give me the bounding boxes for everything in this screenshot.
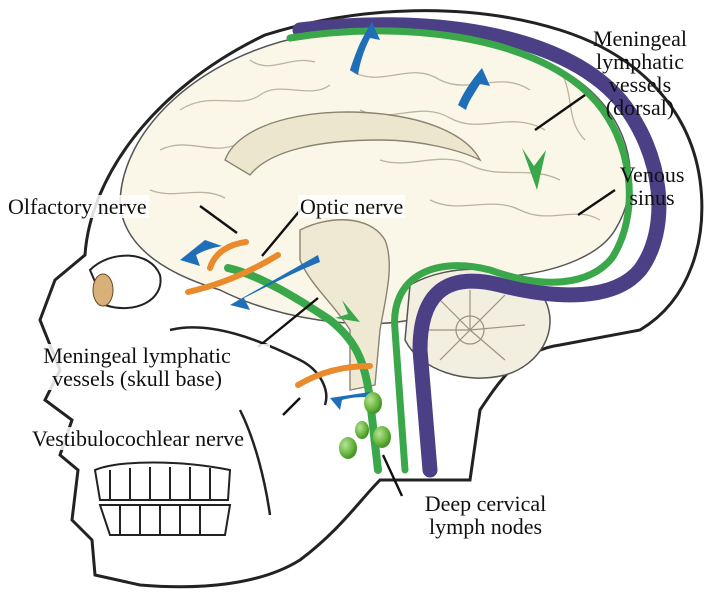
- vestibulocochlear-nerve-path: [295, 363, 373, 388]
- label-deep-cervical-line2: lymph nodes: [428, 514, 543, 539]
- label-meningeal-dorsal-line3: vessels: [608, 72, 672, 97]
- jaw-ramus: [238, 409, 272, 516]
- label-deep-cervical-line1: Deep cervical: [424, 491, 547, 516]
- optic-nerve-path: [185, 252, 281, 295]
- label-meningeal-dorsal-line1: Meningeal: [592, 26, 688, 51]
- cerebellum-folia: [420, 290, 526, 361]
- label-vestibulocochlear-nerve: Vestibulocochlear nerve: [30, 426, 246, 451]
- venous-sinus: [292, 17, 667, 478]
- leader-lines: [199, 94, 616, 497]
- label-meningeal-skull-base-line1: Meningeal lymphatic: [43, 343, 231, 368]
- meningeal-lymphatic-dorsal: [286, 27, 633, 474]
- label-meningeal-dorsal-line2: lymphatic: [596, 49, 684, 74]
- label-meningeal-skull-base-line2: vessels (skull base): [52, 366, 222, 391]
- csf-flow-arrows: [180, 22, 490, 410]
- label-deep-cervical: Deep cervical lymph nodes: [398, 492, 573, 538]
- corpus-callosum: [224, 111, 482, 176]
- label-meningeal-skull-base: Meningeal lymphatic vessels (skull base): [4, 344, 270, 390]
- meningeal-lymphatic-skull-base: [224, 264, 382, 474]
- label-meningeal-dorsal: Meningeal lymphatic vessels (dorsal): [586, 27, 694, 119]
- teeth: [93, 461, 232, 536]
- label-venous-sinus: Venous sinus: [612, 163, 692, 209]
- label-venous-sinus-line2: sinus: [629, 185, 675, 210]
- zygomatic-arch: [169, 326, 328, 406]
- deep-cervical-lymph-nodes: [339, 392, 391, 459]
- label-venous-sinus-line1: Venous: [619, 162, 685, 187]
- olfactory-nerve-path: [207, 239, 249, 271]
- lymph-flow-arrows: [335, 148, 546, 322]
- eye: [88, 254, 162, 310]
- nerves: [185, 239, 373, 388]
- label-meningeal-dorsal-line4: (dorsal): [605, 95, 675, 120]
- label-optic-nerve: Optic nerve: [298, 194, 406, 219]
- label-olfactory-nerve: Olfactory nerve: [6, 194, 149, 219]
